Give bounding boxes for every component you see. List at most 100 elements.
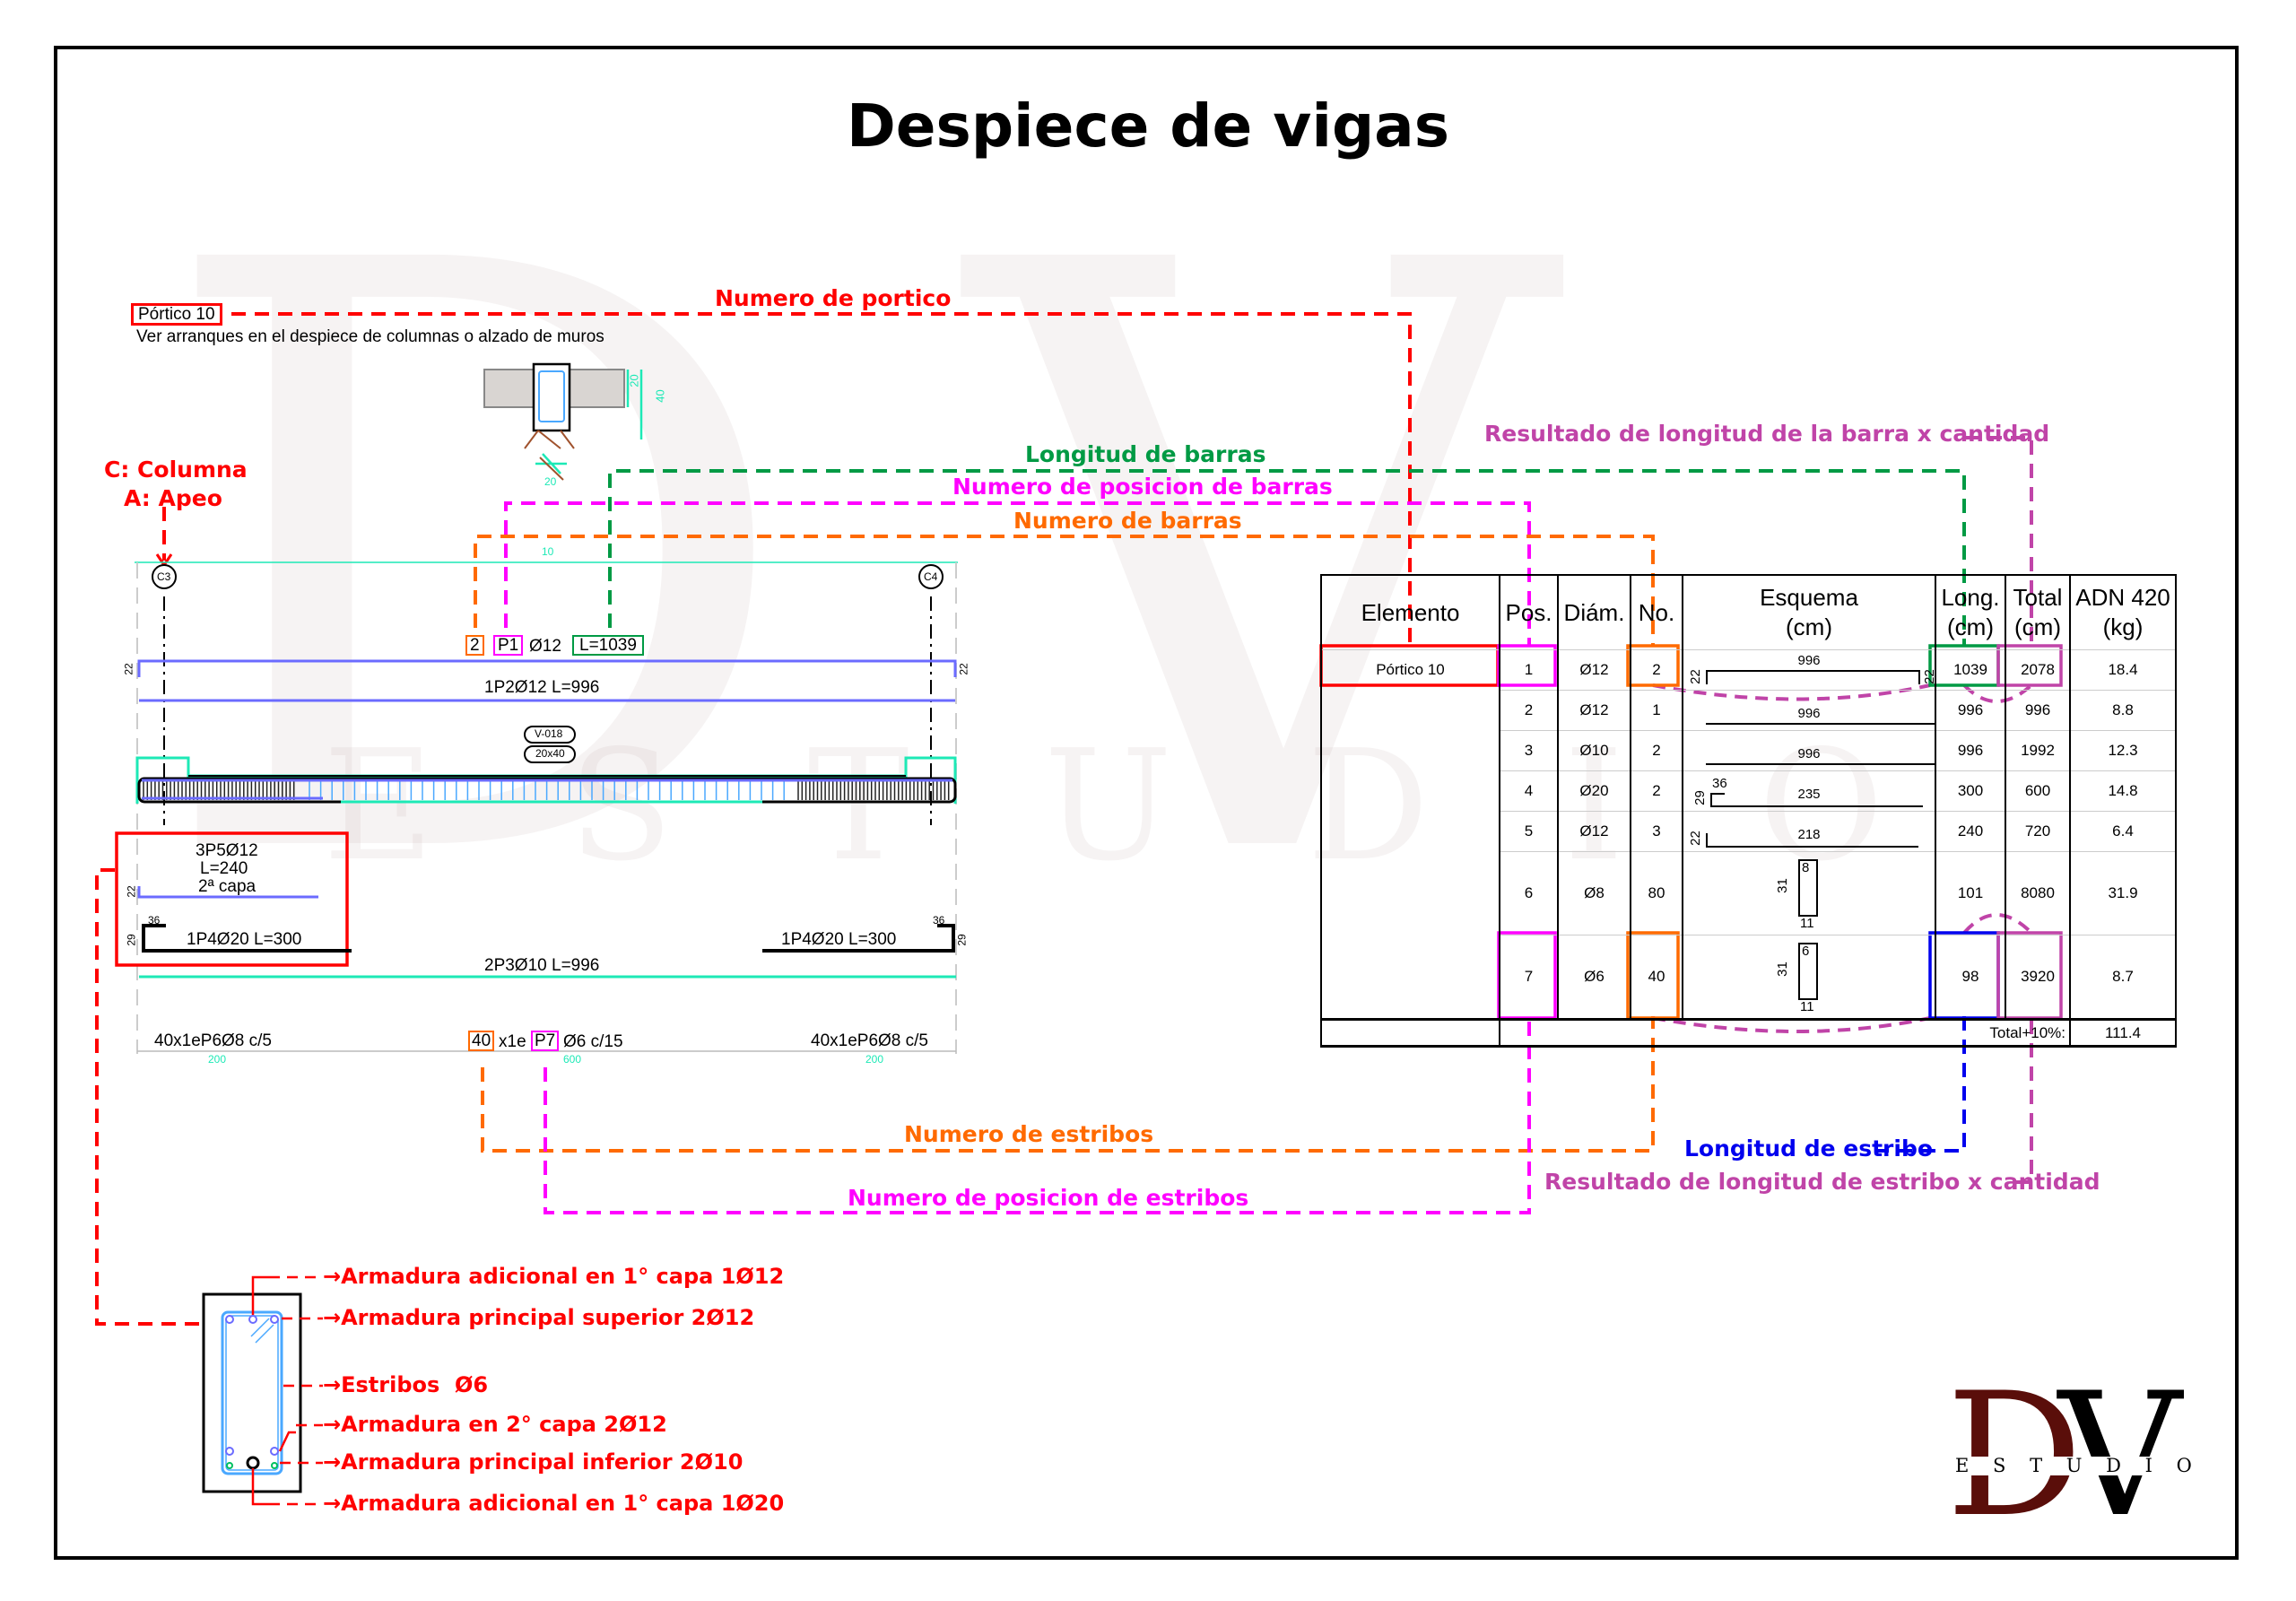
- cell-kg: 31.9: [2069, 851, 2177, 935]
- col-header-pos: Pos.: [1499, 575, 1559, 650]
- cell-diam: Ø10: [1557, 730, 1631, 771]
- col-header-kg: ADN 420 (kg): [2069, 575, 2177, 650]
- drawing-frame: [54, 46, 2239, 1560]
- cell-total: 996: [2005, 690, 2071, 731]
- stirrups-count: 40: [468, 1031, 495, 1051]
- arrow-icon: →: [323, 1412, 342, 1437]
- bottom-add-left-hook: 29: [125, 934, 138, 946]
- cell-kg: 18.4: [2069, 649, 2177, 691]
- column-marker-c4: [918, 564, 944, 589]
- section-label-6: →Armadura adicional en 1° capa 1Ø20: [323, 1492, 784, 1514]
- bottom-add-left-label: 1P4Ø20 L=300: [187, 930, 302, 949]
- callout-bar-diam: Ø12: [529, 637, 561, 656]
- bottom-add-left-ext: 36: [148, 914, 161, 927]
- table-header-row: Elemento Pos. Diám. No. Esquema (cm) Lon…: [1320, 575, 2177, 650]
- top-bar-hook-left: 22: [122, 663, 135, 675]
- note-text: Ver arranques en el despiece de columnas…: [136, 327, 604, 346]
- second-layer-line3: 2ª capa: [198, 877, 257, 896]
- bar-length-dim: 996: [1797, 706, 1821, 721]
- annotation-numero-barras: Numero de barras: [1013, 508, 1242, 534]
- cell-kg: 6.4: [2069, 811, 2177, 852]
- stirrup-height-dim: 31: [1774, 878, 1790, 893]
- beam-tag-size: 20x40: [535, 747, 565, 760]
- cell-pos: 6: [1499, 851, 1559, 935]
- portico-label: Pórtico 10: [131, 303, 222, 326]
- cell-pos: 5: [1499, 811, 1559, 852]
- bar-line: [1706, 723, 1935, 725]
- annotation-numero-portico: Numero de portico: [715, 285, 952, 311]
- column-label-c3: C3: [157, 570, 171, 583]
- bottom-add-right-hook: 29: [955, 934, 969, 946]
- section-label-text: Armadura principal inferior 2Ø10: [341, 1449, 744, 1475]
- total-value: 111.4: [2069, 1018, 2177, 1048]
- leader-longitud-barras: [608, 469, 1966, 646]
- cell-kg: 8.7: [2069, 935, 2177, 1020]
- cell-long: 996: [1935, 730, 2006, 771]
- cell-esquema: 996: [1682, 730, 1936, 771]
- total-label-cell: Total+10%:: [1499, 1018, 2071, 1048]
- second-layer-highlight: [115, 831, 349, 967]
- column-label-c4: C4: [924, 570, 938, 583]
- bar-shape-sketch: 996: [1683, 731, 1935, 770]
- cell-elemento: Pórtico 10: [1320, 649, 1500, 1020]
- column-marker-c3: [152, 564, 177, 589]
- table-total-row: Total+10%:111.4: [1320, 1018, 2177, 1048]
- legend-columna: C: Columna: [104, 457, 248, 483]
- cell-kg: 12.3: [2069, 730, 2177, 771]
- leader-resultado-estribo: [2016, 1016, 2033, 1184]
- callout-bar-count: 2: [465, 635, 484, 656]
- arrow-icon: →: [323, 1305, 342, 1330]
- cell-total: 1992: [2005, 730, 2071, 771]
- beam-tag-id: V-018: [535, 727, 563, 740]
- bar-line: [1798, 859, 1818, 917]
- cell-diam: Ø8: [1557, 851, 1631, 935]
- bar-length-dim: 996: [1797, 653, 1821, 668]
- cell-diam: Ø20: [1557, 770, 1631, 812]
- cell-esquema: 996: [1682, 690, 1936, 731]
- bar-length-dim: 235: [1797, 787, 1821, 802]
- section-label-1: →Armadura adicional en 1° capa 1Ø12: [323, 1266, 784, 1287]
- annotation-posicion-barras: Numero de posicion de barras: [952, 474, 1333, 500]
- section-label-3: →Estribos Ø6: [323, 1374, 488, 1396]
- stirrups-pos: P7: [531, 1031, 560, 1051]
- bar-line: [1710, 793, 1923, 807]
- callout-bar-length: L=1039: [572, 635, 644, 656]
- bar-line: [1706, 763, 1935, 765]
- cell-long: 98: [1935, 935, 2006, 1020]
- bar-shape-sketch: 996: [1683, 691, 1935, 730]
- stirrup-hook-dim: 8: [1802, 860, 1810, 875]
- annotation-longitud-barras: Longitud de barras: [1025, 441, 1266, 467]
- bar-length-dim: 218: [1797, 827, 1821, 842]
- second-layer-line1: 3P5Ø12: [196, 841, 258, 860]
- cell-diam: Ø12: [1557, 649, 1631, 691]
- section-label-5: →Armadura principal inferior 2Ø10: [323, 1451, 743, 1473]
- dim-slab: 20: [627, 374, 641, 387]
- second-layer-line2: L=240: [200, 859, 248, 878]
- zone-mid: 600: [563, 1053, 582, 1066]
- cell-pos: 2: [1499, 690, 1559, 731]
- stirrups-left: 40x1eP6Ø8 c/5: [154, 1031, 272, 1050]
- col-header-elemento: Elemento: [1320, 575, 1500, 650]
- leader-posicion-estribos: [544, 1016, 1531, 1214]
- stirrups-mid-rest: Ø6 c/15: [563, 1032, 623, 1051]
- cell-no: 2: [1630, 770, 1683, 812]
- cell-long: 1039: [1935, 649, 2006, 691]
- cell-total: 2078: [2005, 649, 2071, 691]
- bar-line: [1706, 670, 1920, 684]
- bar-length-dim: 996: [1797, 746, 1821, 761]
- bar-line: [1798, 943, 1818, 1000]
- leader-section: [95, 868, 202, 1326]
- bar-hook-left-dim: 22: [1687, 669, 1703, 684]
- dim-width: 20: [544, 475, 557, 488]
- arrow-icon: →: [323, 1372, 342, 1397]
- leader-numero-barras: [474, 535, 1655, 646]
